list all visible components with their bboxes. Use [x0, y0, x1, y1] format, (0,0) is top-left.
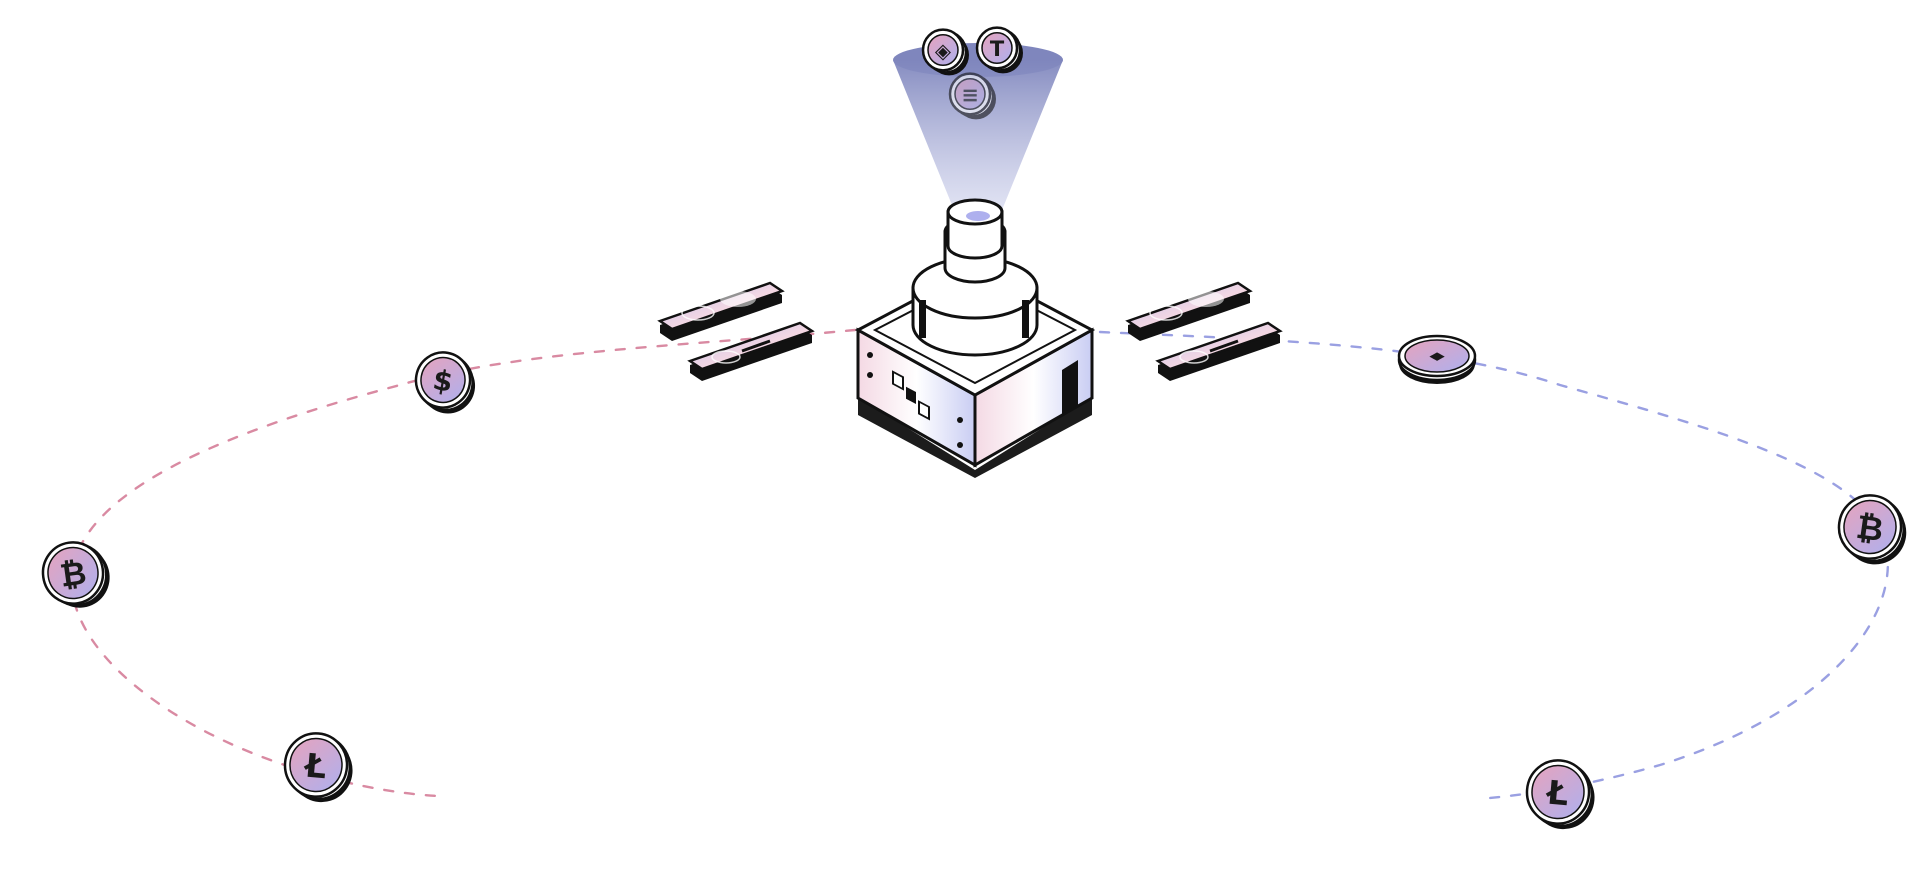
right-orbit-path: [1098, 330, 1890, 800]
tether-coin: T: [975, 26, 1023, 74]
machine-shadow: [858, 397, 1092, 478]
bitcoin-coin: ₿: [1837, 494, 1907, 565]
binance-coin: ◈: [921, 28, 969, 76]
solana-icon: ≡: [961, 83, 979, 107]
solana-coin: ≡: [948, 72, 996, 120]
hub-tokens: ◈ T ≡: [921, 26, 1023, 120]
phone-device: [687, 321, 815, 381]
beam-cone: [893, 60, 1063, 210]
left-orbit-path: [70, 328, 857, 798]
phone-device: [657, 281, 785, 341]
litecoin-icon: Ł: [302, 745, 329, 786]
tether-icon: T: [990, 37, 1005, 61]
litecoin-coin: Ł: [1525, 759, 1595, 830]
coins: $ ₿ Ł ◆ ₿ Ł: [41, 334, 1907, 830]
projection-beam: [893, 43, 1063, 210]
binance-icon: ◈: [935, 39, 952, 63]
bitcoin-icon: ₿: [58, 553, 89, 594]
litecoin-coin: Ł: [283, 732, 353, 803]
lens: [966, 211, 990, 221]
ethereum-icon: ◆: [1429, 350, 1445, 363]
binance-coin: ◈: [921, 28, 969, 76]
bitcoin-icon: ₿: [1854, 507, 1886, 549]
exchange-machine: [854, 198, 1096, 478]
phone-device: [1125, 281, 1253, 341]
litecoin-icon: Ł: [1544, 772, 1571, 813]
ethereum-coin: ◆: [1397, 334, 1477, 384]
bitcoin-coin: ₿: [41, 541, 110, 608]
phone-device: [1155, 321, 1283, 381]
solana-coin: ≡: [948, 72, 996, 120]
dollar-coin: $: [414, 351, 476, 414]
tether-coin: T: [975, 26, 1023, 74]
devices: [657, 281, 1283, 381]
